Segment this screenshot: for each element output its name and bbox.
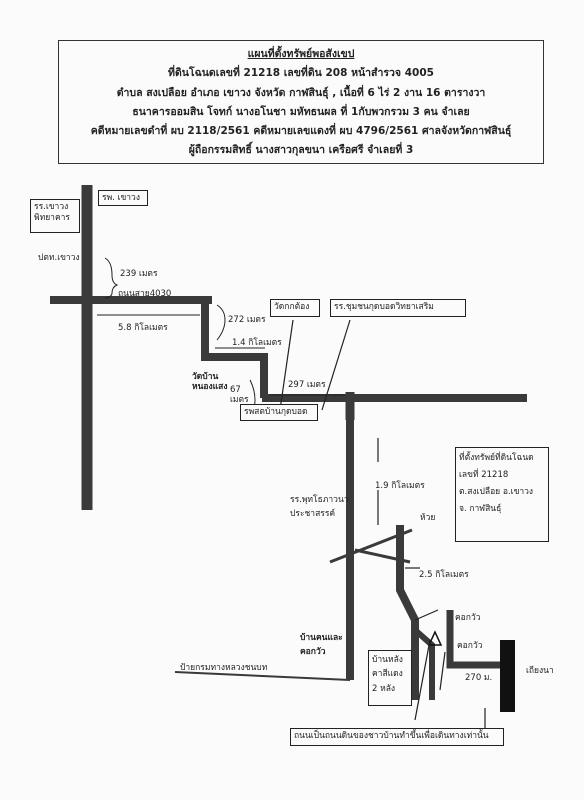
baan-khon-label: บ้านคนและ คอกวัว [300,633,343,657]
school-khaowong-label: รร.เขาวง พิทยาคาร [34,202,70,224]
property-title: ที่ตั้งทรัพย์ที่ดินโฉนด [459,453,534,463]
house-info-box: บ้านหลัง คาสีแดง 2 หลัง [368,650,412,706]
road-4030-label: ถนนสาย4030 [118,289,172,299]
distance-67-label: 67 เมตร [230,385,249,406]
health-kudbot-label: รพสตบ้านกุดบอด [244,407,308,417]
road-khokwua [446,610,500,669]
location-line: ตำบล สงเปลือย อำเภอ เขาวง จังหวัด กาฬสิน… [116,87,486,99]
rice-field-marker [500,640,515,712]
distance-1-9-label: 1.9 กิโลเมตร [375,481,425,491]
line-2-5 [354,548,411,564]
property-marker-icon [427,630,443,646]
health-kudbot-box: รพสตบ้านกุดบอด [240,404,318,421]
road-connector-1 [201,300,268,398]
hospital-box: รพ. เขาวง [98,190,148,206]
distance-1-4-label: 1.4 กิโลเมตร [232,338,282,348]
hospital-label: รพ. เขาวง [102,193,140,203]
distance-239-label: 239 เมตร [120,269,158,279]
school-chumchon-label: รร.ชุมชนกุดบอดวิทยาเสริม [334,302,434,312]
wat-kokkong-box: วัดกกต้อง [270,299,320,317]
deed-line: ที่ดินโฉนดเลขที่ 21218 เลขที่ดิน 208 หน้… [168,67,434,79]
road-sign-line [174,671,351,681]
owner-line: ผู้ถือกรรมสิทธิ์ นางสาวกุลขนา เครือศรี จ… [188,144,414,156]
house-info-label: บ้านหลัง คาสีแดง 2 หลัง [372,655,403,694]
property-subdistrict: ต.สงเปลือย อ.เขาวง [459,487,534,497]
khok-wua-label-1: คอกวัว [455,613,481,623]
rice-field-label: เถียงนา [526,666,554,676]
dirt-road-box: ถนนเป็นถนนดินของชาวบ้านทำขึ้นเพื่อเดินทา… [290,728,504,746]
distance-270-label: 270 ม. [465,673,493,683]
distance-5-8-label: 5.8 กิโลเมตร [118,323,168,333]
page-title: แผนที่ตั้งทรัพย์พอสังเขป [247,48,355,60]
creek-line [329,528,413,564]
distance-272-label: 272 เมตร [228,315,266,325]
wat-nongsaeng-label: วัดบ้าน หนองแสง [192,372,228,393]
distance-297-label: 297 เมตร [288,380,326,390]
bracket-marks [97,257,345,414]
property-province: จ. กาฬสินธุ์ [459,504,502,514]
dirt-road [396,525,419,700]
property-deed: เลขที่ 21218 [459,470,509,480]
sign-road-label: ป้ายกรมทางหลวงชนบท [180,663,268,673]
parties-line: ธนาคารออมสิน โจทก์ นางอโนชา มหัทธนผล ที่… [132,106,470,118]
property-info-box: ที่ตั้งทรัพย์ที่ดินโฉนด เลขที่ 21218 ต.ส… [455,447,549,542]
header-box: แผนที่ตั้งทรัพย์พอสังเขป ที่ดินโฉนดเลขที… [58,40,544,164]
roads [50,185,527,700]
school-khaowong-box: รร.เขาวง พิทยาคาร [30,199,80,233]
creek-label: ห้วย [420,513,436,523]
distance-2-5-label: 2.5 กิโลเมตร [419,570,469,580]
wat-kokkong-label: วัดกกต้อง [274,302,310,312]
case-line: คดีหมายเลขดำที่ ผบ 2118/2561 คดีหมายเลขแ… [90,125,512,137]
khok-wua-label-2: คอกวัว [457,641,483,651]
school-phuttho-label: รร.พุทโธภาวนา ประชาสรรค์ [290,495,349,519]
school-chumchon-box: รร.ชุมชนกุดบอดวิทยาเสริม [330,299,466,317]
pt-khaowong-label: ปตท.เขาวง [38,253,80,263]
dirt-road-label: ถนนเป็นถนนดินของชาวบ้านทำขึ้นเพื่อเดินทา… [294,731,489,741]
